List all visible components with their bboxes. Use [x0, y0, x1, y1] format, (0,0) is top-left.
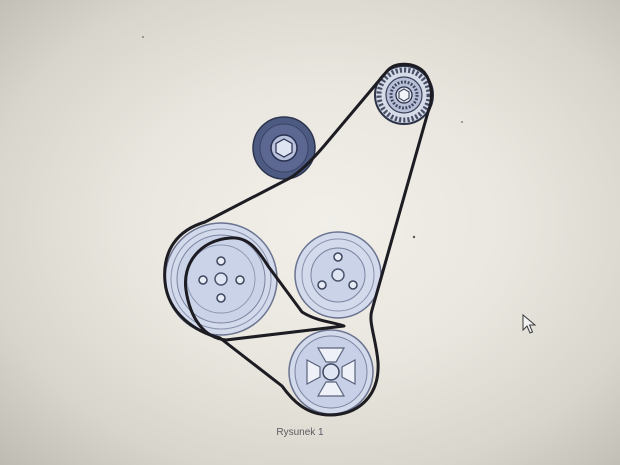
- screen-speck: [461, 121, 463, 123]
- drive-belt: [163, 62, 433, 417]
- screen-speck: [142, 36, 144, 38]
- arrow-cursor-icon: [522, 313, 537, 334]
- tensioner-pulley: [374, 65, 434, 125]
- spoke-windows: [306, 347, 356, 397]
- outer-belt-loop: [163, 62, 433, 417]
- center-pulley: [294, 231, 382, 319]
- screen-speck: [412, 235, 416, 239]
- idler-pulley: [252, 116, 316, 180]
- bottom-pulley: [288, 329, 374, 415]
- figure-caption: Rysunek 1: [276, 427, 324, 438]
- inner-belt-loop: [183, 236, 346, 342]
